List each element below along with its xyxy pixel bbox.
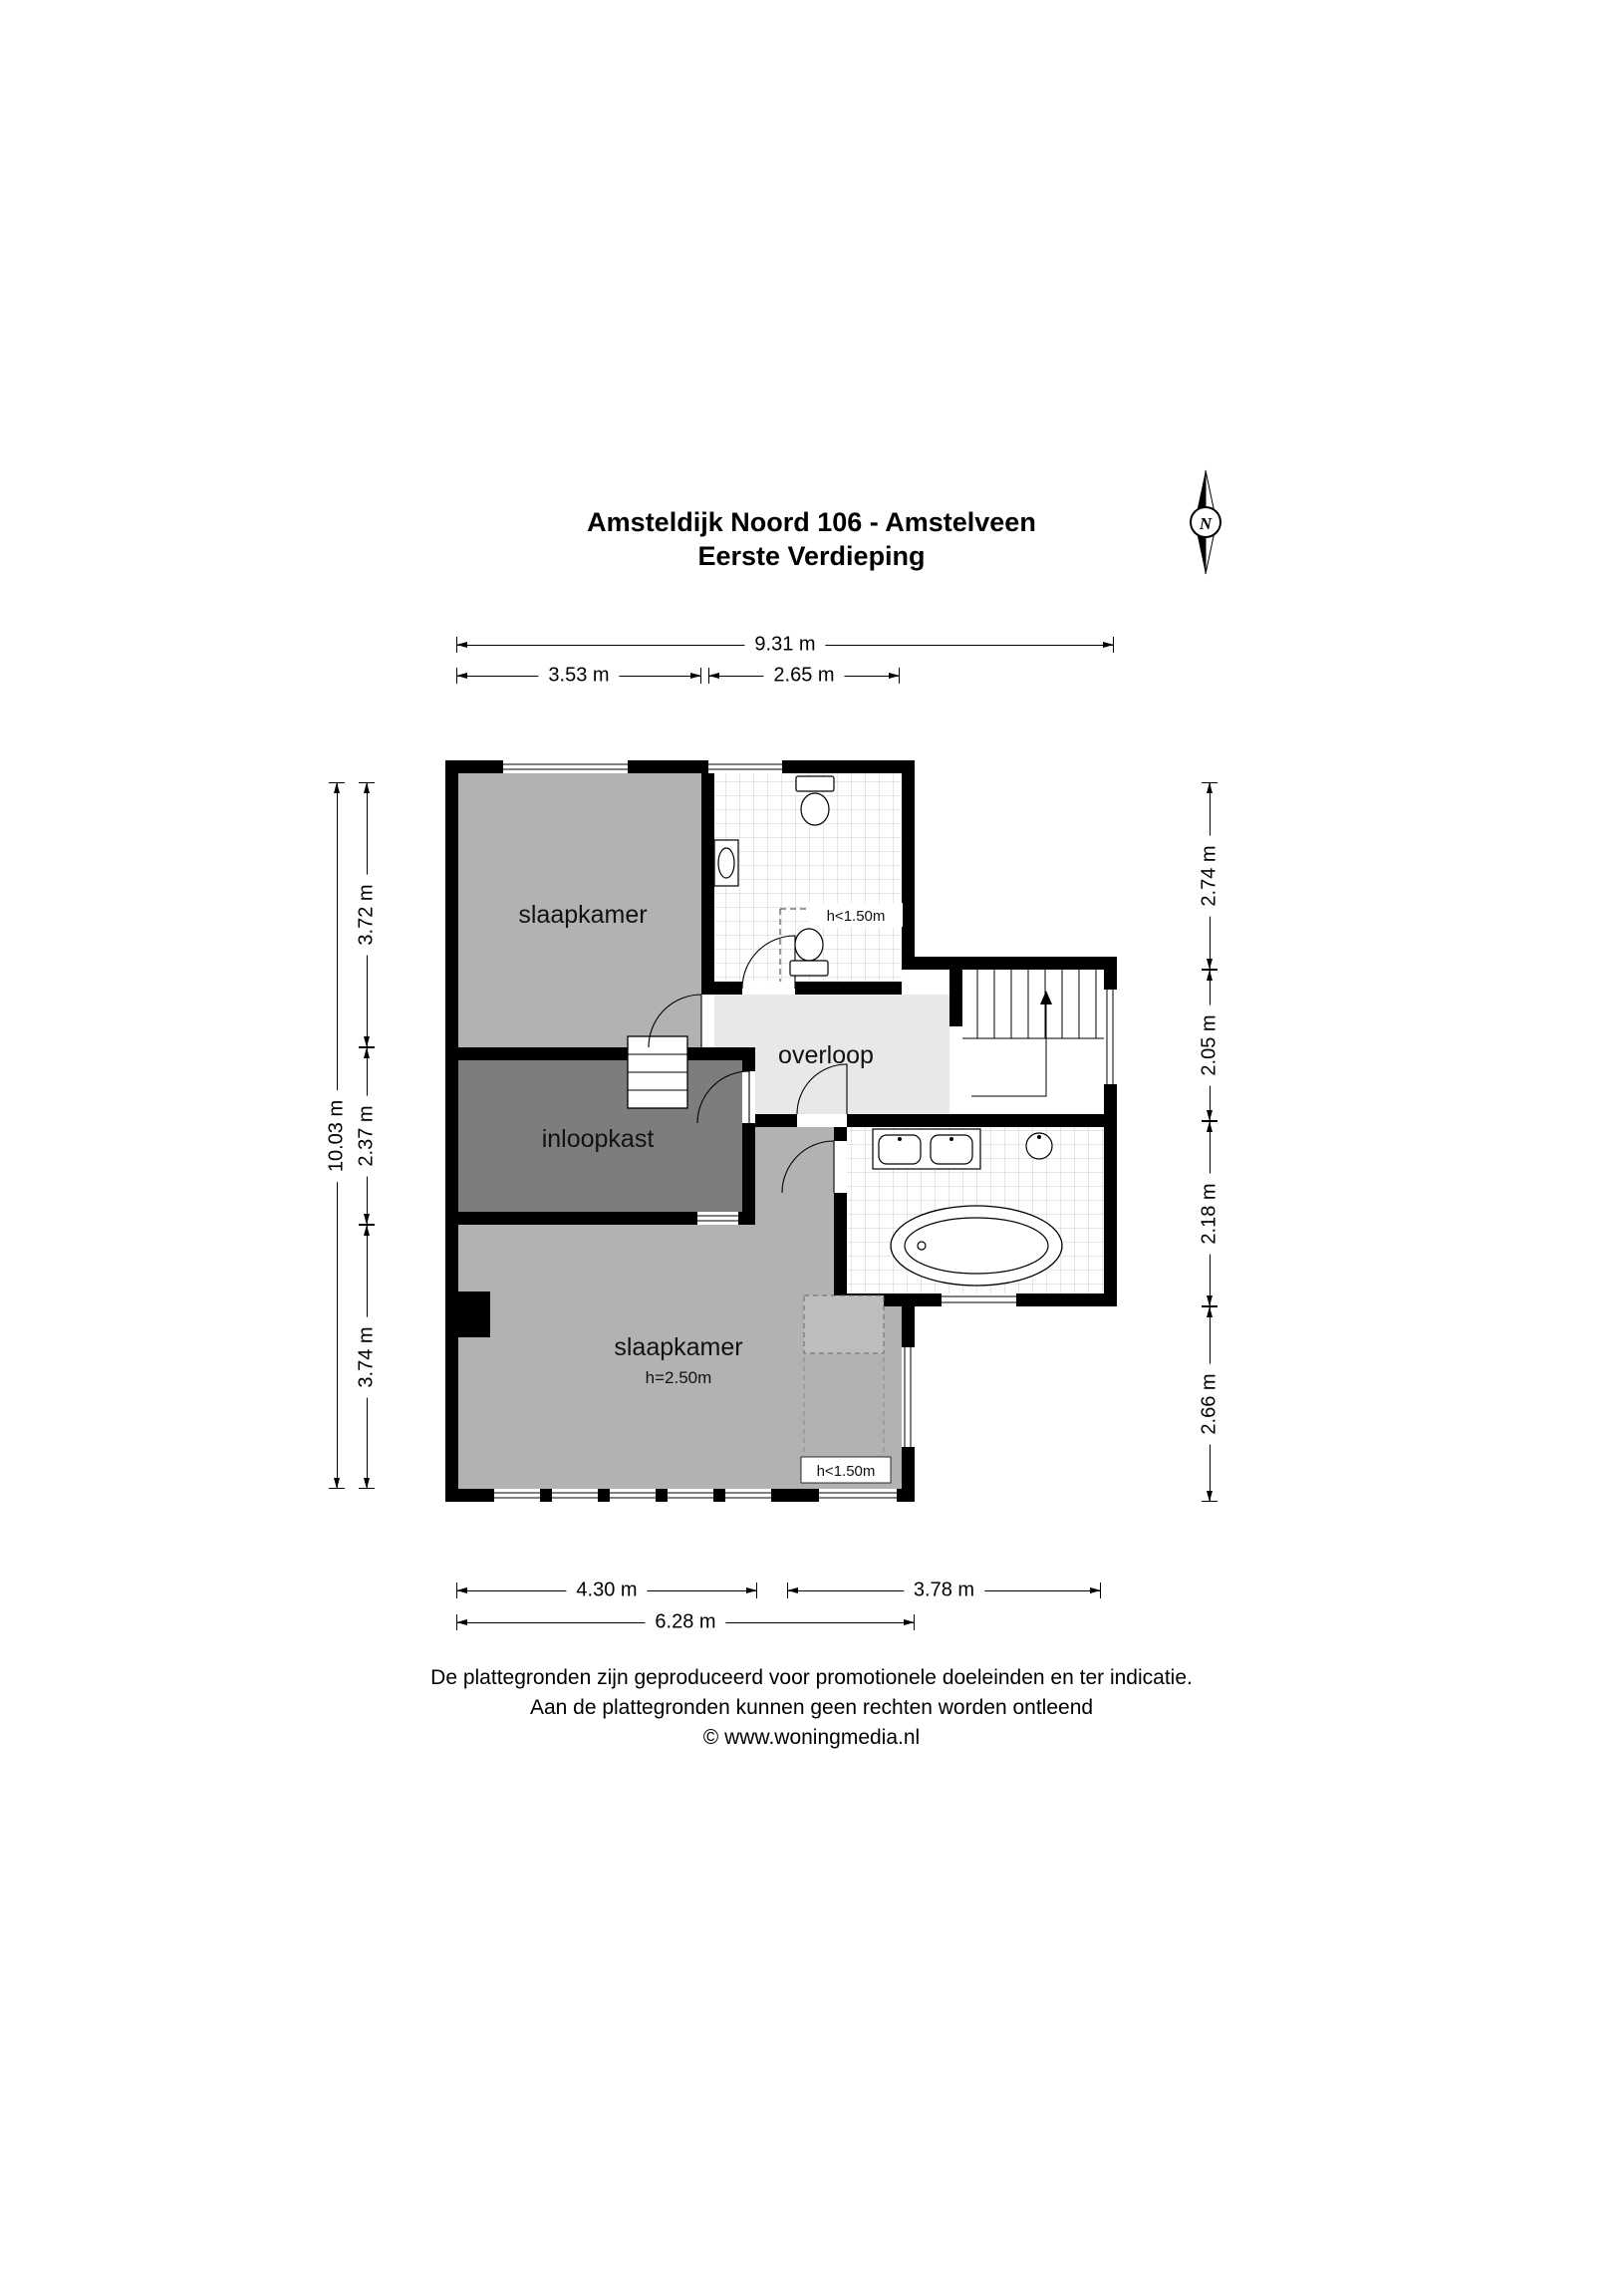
dim-left-2: 2.37 m (355, 1047, 379, 1225)
dimension-label: 2.66 m (1198, 1363, 1221, 1445)
room-closet (458, 1060, 742, 1212)
dimension-label: 3.72 m (355, 874, 379, 956)
dimension-label: 2.65 m (763, 664, 845, 688)
dimension-tick (899, 668, 900, 684)
bidet-icon (789, 928, 829, 977)
dimension-tick (329, 1488, 345, 1489)
dim-bottom-total: 6.28 m (456, 1610, 915, 1634)
label-closet: inloopkast (542, 1125, 655, 1153)
north-arrow-icon: N (1190, 469, 1221, 575)
dimension-label: 2.37 m (355, 1095, 379, 1177)
dim-bottom-1: 4.30 m (456, 1578, 757, 1602)
north-label: N (1199, 514, 1213, 533)
note-chip-bathroom-top (809, 903, 903, 927)
height-bedroom-bottom: h=2.50m (646, 1368, 712, 1387)
note-chip-bedroom-bottom (800, 1456, 892, 1484)
label-bedroom-bottom: slaapkamer (614, 1333, 742, 1361)
dimension-tick (700, 668, 701, 684)
label-bedroom-top: slaapkamer (518, 901, 647, 929)
disclaimer: De plattegronden zijn geproduceerd voor … (0, 1663, 1623, 1753)
dimension-tick (708, 668, 709, 684)
door-closet (696, 1070, 750, 1124)
dimension-tick (1202, 1306, 1217, 1307)
door-arcs (648, 935, 848, 1194)
dimension-tick (1113, 637, 1114, 653)
sink-icon (713, 839, 739, 887)
dimension-label: 9.31 m (744, 633, 826, 657)
plan-title-line2: Eerste Verdieping (697, 541, 926, 571)
dimension-tick (456, 637, 457, 653)
dimension-tick (1202, 969, 1217, 970)
dimension-tick (359, 1225, 375, 1226)
washbasin-icon (1025, 1132, 1053, 1160)
dim-right-4: 2.66 m (1198, 1306, 1221, 1502)
dimension-tick (1202, 1120, 1217, 1121)
dimension-tick (359, 1224, 375, 1225)
label-landing: overloop (778, 1041, 874, 1069)
dimension-tick (359, 1046, 375, 1047)
dimension-tick (756, 1582, 757, 1598)
dimension-tick (359, 782, 375, 783)
disclaimer-line2: Aan de plattegronden kunnen geen rechten… (529, 1696, 1094, 1719)
door-bedroom-top (648, 994, 702, 1048)
dim-top-left: 3.53 m (456, 664, 701, 688)
dimension-tick (456, 1582, 457, 1598)
dim-left-1: 3.72 m (355, 782, 379, 1047)
dimension-tick (914, 1614, 915, 1630)
dimension-tick (359, 1047, 375, 1048)
dim-top-right: 2.65 m (708, 664, 900, 688)
door-bathroom-bottom (781, 1140, 835, 1194)
dimension-label: 2.74 m (1198, 835, 1221, 917)
dimension-tick (329, 782, 345, 783)
room-staircase (949, 970, 1104, 1114)
disclaimer-line1: De plattegronden zijn geproduceerd voor … (430, 1666, 1193, 1689)
dimension-tick (1202, 1121, 1217, 1122)
dim-right-1: 2.74 m (1198, 782, 1221, 970)
dimension-tick (787, 1582, 788, 1598)
dimension-tick (359, 1488, 375, 1489)
dimension-label: 3.78 m (903, 1578, 985, 1602)
note-bedroom-bottom: h<1.50m (817, 1463, 876, 1480)
door-bathroom-top (741, 935, 796, 990)
toilet-icon (795, 775, 835, 826)
dimension-label: 4.30 m (566, 1578, 648, 1602)
bathroom-bottom-fixtures (872, 1128, 1063, 1287)
plan-title: Amsteldijk Noord 106 - Amstelveen Eerste… (0, 505, 1623, 573)
dimension-tick (456, 668, 457, 684)
copyright: © www.woningmedia.nl (702, 1726, 921, 1749)
dimension-label: 10.03 m (325, 1089, 349, 1182)
closet-opening (697, 1215, 738, 1222)
dim-left-3: 3.74 m (355, 1225, 379, 1489)
dimension-tick (1202, 1501, 1217, 1502)
room-bedroom-bottom (458, 1127, 902, 1489)
dim-left-total: 10.03 m (325, 782, 349, 1489)
note-bathroom-top: h<1.50m (827, 908, 886, 925)
windows (494, 760, 1117, 1502)
bathtub-icon (890, 1205, 1063, 1287)
room-landing (714, 995, 949, 1114)
room-bedroom-top (458, 773, 701, 1047)
dimension-label: 6.28 m (645, 1610, 726, 1634)
dim-right-3: 2.18 m (1198, 1121, 1221, 1306)
dimension-tick (1202, 1305, 1217, 1306)
dim-right-2: 2.05 m (1198, 970, 1221, 1121)
dimension-tick (1202, 970, 1217, 971)
dimension-label: 3.74 m (355, 1315, 379, 1398)
plan-title-line1: Amsteldijk Noord 106 - Amstelveen (587, 507, 1036, 537)
chimney-block (458, 1292, 490, 1337)
dim-bottom-2: 3.78 m (787, 1578, 1101, 1602)
dimension-label: 3.53 m (538, 664, 620, 688)
double-sink-icon (872, 1128, 981, 1170)
dim-top-total: 9.31 m (456, 633, 1114, 657)
low-ceiling-zone (803, 1294, 885, 1455)
dimension-tick (1100, 1582, 1101, 1598)
stairs-icon (962, 970, 1104, 1097)
dimension-label: 2.18 m (1198, 1173, 1221, 1255)
bathroom-top-fixtures (713, 775, 902, 982)
door-bedroom-bottom (796, 1063, 848, 1115)
small-steps-icon (627, 1035, 688, 1109)
dimension-label: 2.05 m (1198, 1004, 1221, 1086)
dimension-tick (456, 1614, 457, 1630)
dimension-tick (1202, 782, 1217, 783)
